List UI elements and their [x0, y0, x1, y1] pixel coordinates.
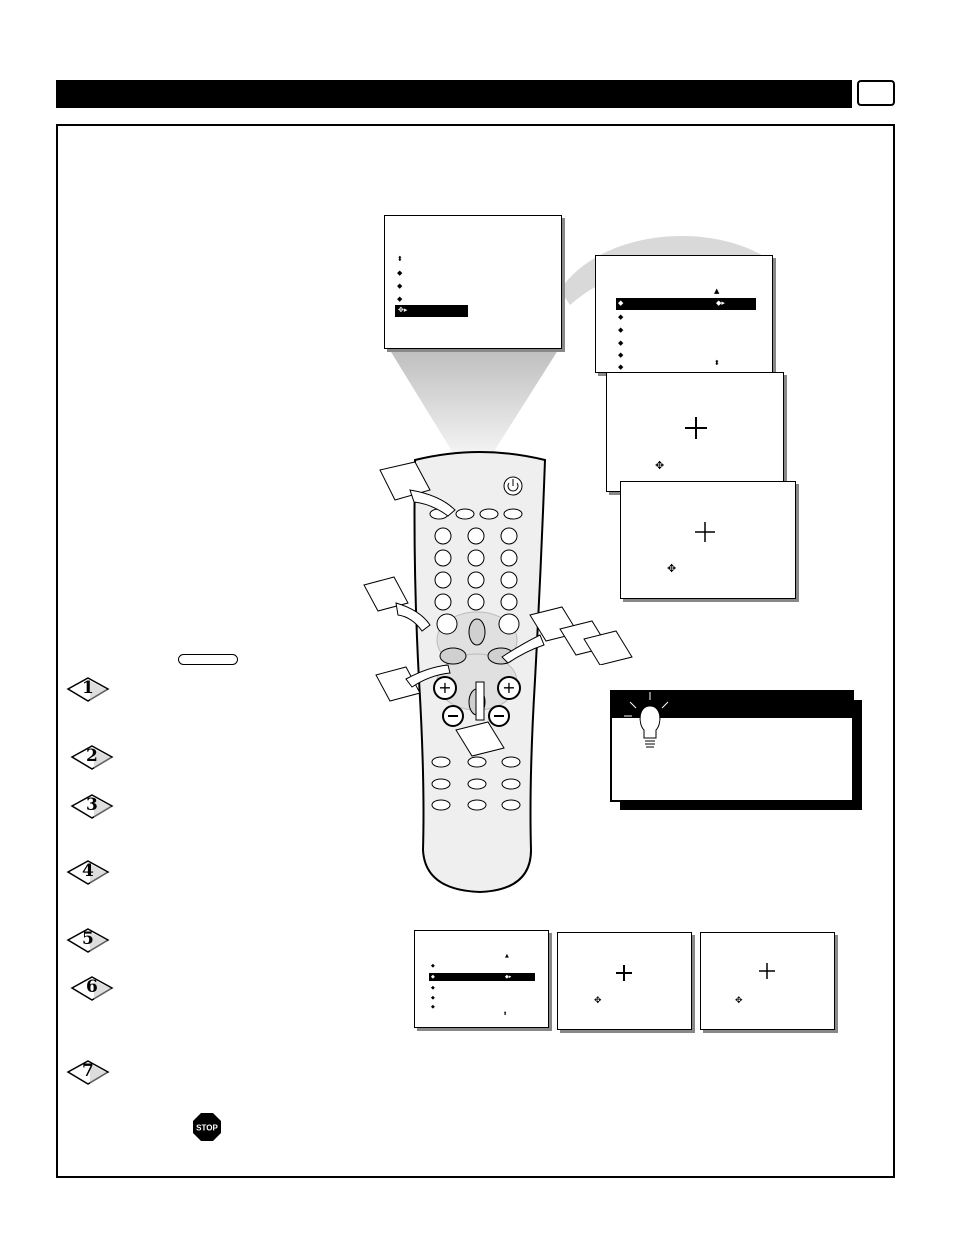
four-way-arrow-icon: ✥▸	[398, 306, 408, 314]
remote-control: + +	[413, 451, 547, 894]
step-diamond-icon	[70, 976, 114, 1001]
hand-pointer-down	[455, 681, 505, 757]
step-6-marker: 6	[70, 976, 114, 1007]
step-number: 6	[86, 977, 98, 997]
content-frame	[56, 124, 895, 1178]
step-diamond-icon	[70, 794, 114, 819]
hand-pointer-right	[501, 606, 633, 665]
scroll-down-icon: ⬍	[714, 359, 720, 367]
example-submenu-screen: ▲ ◆ ◆ ◆▸ ◆ ◆ ◆ ⬍	[414, 930, 549, 1028]
menu-bullet: ◆	[431, 974, 435, 980]
lightbulb-icon	[624, 692, 674, 748]
projection-beam	[388, 347, 560, 453]
menu-bullet: ◆	[618, 326, 624, 334]
button-label-pill	[178, 654, 238, 665]
main-menu-screen: ⬍ ◆ ◆ ◆ ✥▸	[384, 215, 562, 349]
crosshair-icon	[695, 522, 715, 542]
menu-bullet: ◆	[618, 351, 624, 359]
example-adjust-screen-b: ✥	[700, 932, 835, 1030]
step-3-marker: 3	[70, 794, 114, 825]
menu-bullet: ◆	[431, 985, 435, 991]
menu-bullet: ◆	[618, 313, 624, 321]
power-icon[interactable]	[503, 476, 523, 496]
example-adjust-screen-a: ✥	[557, 932, 692, 1030]
example-selected-row: ◆ ◆▸	[429, 973, 535, 981]
stop-sign-label: STOP	[196, 1124, 218, 1133]
menu-selected-row[interactable]: ✥▸	[395, 305, 468, 317]
step-diamond-icon	[66, 928, 110, 953]
step-number: 3	[86, 795, 98, 815]
menu-callout-shape	[560, 236, 770, 305]
crosshair-icon	[616, 965, 632, 981]
svg-text:+: +	[438, 678, 451, 697]
step-4-marker: 4	[66, 860, 110, 891]
menu-bullet: ◆	[431, 1004, 435, 1010]
adjust-arrow-icon: ◆▸	[716, 299, 725, 307]
submenu-screen: ▲ ◆ ◆▸ ◆ ◆ ◆ ◆ ◆ ⬍	[595, 255, 773, 373]
step-5-marker: 5	[66, 928, 110, 959]
page-number-tab	[857, 80, 895, 106]
crosshair-icon	[685, 417, 707, 439]
volume-plus-button[interactable]: +	[433, 676, 457, 700]
hand-pointer-left	[375, 664, 451, 702]
step-diamond-icon	[70, 745, 114, 770]
header-bar	[56, 80, 852, 108]
channel-plus-button[interactable]: +	[497, 676, 521, 700]
step-number: 2	[86, 746, 98, 766]
menu-bullet: ◆	[397, 282, 403, 290]
step-1-marker: 1	[66, 677, 110, 708]
menu-bullet: ◆	[618, 363, 624, 371]
scroll-up-icon: ▲	[505, 953, 509, 959]
four-way-arrow-icon: ✥	[655, 460, 665, 472]
scroll-up-icon: ▲	[714, 287, 720, 295]
step-diamond-icon	[66, 860, 110, 885]
svg-text:+: +	[502, 678, 515, 697]
menu-bullet: ◆	[431, 995, 435, 1001]
step-2-marker: 2	[70, 745, 114, 776]
step-diamond-icon	[66, 1060, 110, 1085]
scroll-down-icon: ⬍	[503, 1011, 508, 1017]
four-way-arrow-icon: ✥	[594, 995, 602, 1005]
tip-box	[610, 690, 854, 802]
menu-bullet: ◆	[397, 269, 403, 277]
step-number: 7	[82, 1061, 94, 1081]
step-diamond-icon	[66, 677, 110, 702]
adjust-arrow-icon: ◆▸	[505, 974, 512, 980]
menu-bullet: ◆	[397, 295, 403, 303]
four-way-arrow-icon: ✥	[667, 563, 677, 575]
hand-pointer-up	[363, 576, 431, 632]
menu-bullet: ⬍	[397, 255, 403, 263]
stop-sign-icon: STOP	[193, 1113, 221, 1141]
menu-bullet: ◆	[618, 339, 624, 347]
step-number: 1	[82, 678, 94, 698]
hand-pointer-menu	[379, 461, 456, 517]
menu-bullet: ◆	[431, 963, 435, 969]
adjust-screen-b: ✥	[620, 481, 796, 599]
adjust-screen-a: ✥	[606, 372, 784, 492]
four-way-arrow-icon: ✥	[735, 995, 743, 1005]
step-7-marker: 7	[66, 1060, 110, 1091]
menu-bullet: ◆	[618, 299, 624, 307]
step-number: 5	[82, 929, 94, 949]
step-number: 4	[82, 861, 94, 881]
submenu-selected-row[interactable]: ◆ ◆▸	[616, 298, 756, 310]
crosshair-icon	[759, 963, 775, 979]
